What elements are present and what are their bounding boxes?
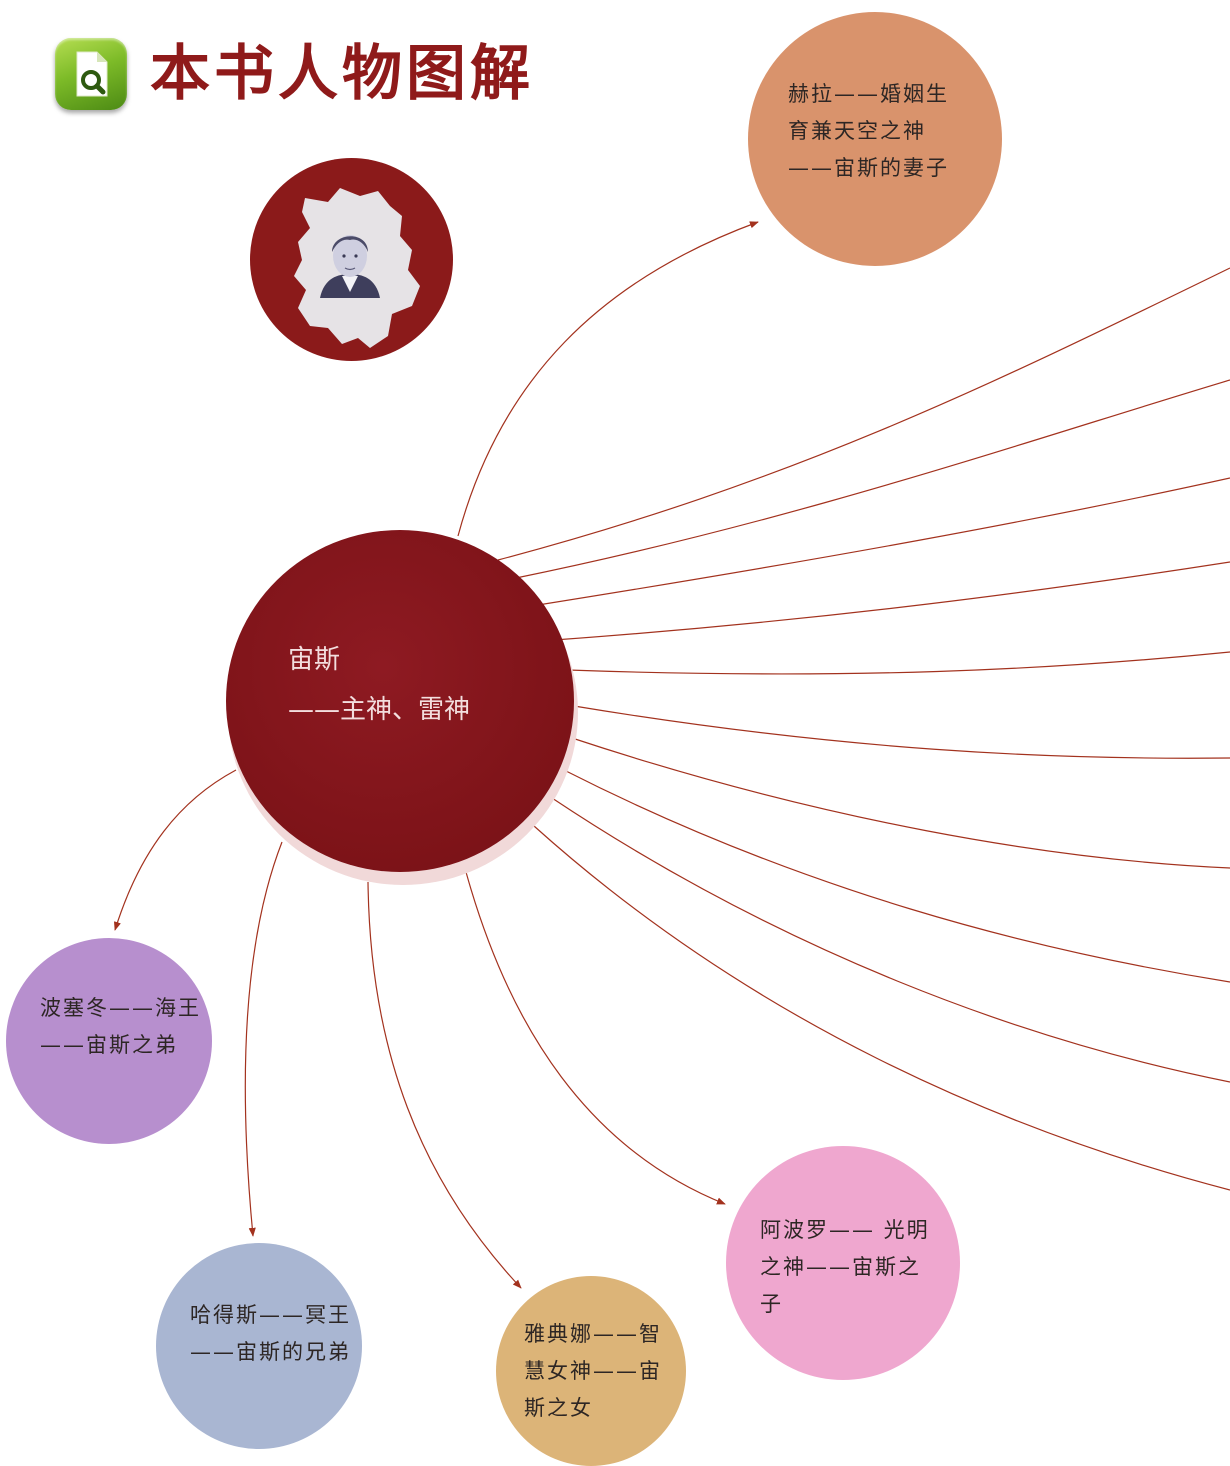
link-hera (457, 221, 759, 537)
node-poseidon-label: 波塞冬——海王——宙斯之弟 (40, 996, 201, 1057)
link-poseidon (113, 769, 237, 931)
link-offpage-10 (533, 825, 1230, 1191)
zeus-name: 宙斯 (288, 645, 341, 675)
link-offpage-9 (551, 797, 1230, 1083)
node-hera-label: 赫拉——婚姻生育兼天空之神——宙斯的妻子 (788, 82, 949, 180)
link-offpage-8 (563, 769, 1230, 983)
node-hades-label: 哈得斯——冥王——宙斯的兄弟 (190, 1303, 351, 1364)
link-offpage-3 (537, 477, 1230, 606)
link-offpage-4 (553, 561, 1230, 641)
node-athena: 雅典娜——智慧女神——宙斯之女 (496, 1276, 686, 1466)
link-athena (367, 881, 522, 1289)
link-apollo (465, 871, 726, 1205)
node-athena-label: 雅典娜——智慧女神——宙斯之女 (524, 1322, 662, 1420)
page-title: 本书人物图解 (150, 39, 534, 109)
portrait-face (320, 235, 380, 298)
node-poseidon: 波塞冬——海王——宙斯之弟 (6, 938, 212, 1144)
link-offpage-6 (573, 705, 1230, 759)
link-offpage-7 (571, 737, 1230, 869)
node-hera: 赫拉——婚姻生育兼天空之神——宙斯的妻子 (748, 12, 1002, 266)
link-offpage-2 (515, 379, 1230, 579)
author-portrait (250, 158, 453, 361)
document-search-icon (55, 38, 127, 110)
link-offpage-5 (567, 651, 1230, 675)
node-apollo: 阿波罗—— 光明之神——宙斯之子 (726, 1146, 960, 1380)
node-hades: 哈得斯——冥王——宙斯的兄弟 (156, 1243, 362, 1449)
link-hades (244, 841, 283, 1237)
zeus-title: ——主神、雷神 (288, 695, 471, 725)
node-apollo-label: 阿波罗—— 光明之神——宙斯之子 (760, 1218, 930, 1316)
link-offpage-1 (497, 267, 1230, 561)
center-node-zeus: 宙斯 ——主神、雷神 (226, 530, 574, 872)
